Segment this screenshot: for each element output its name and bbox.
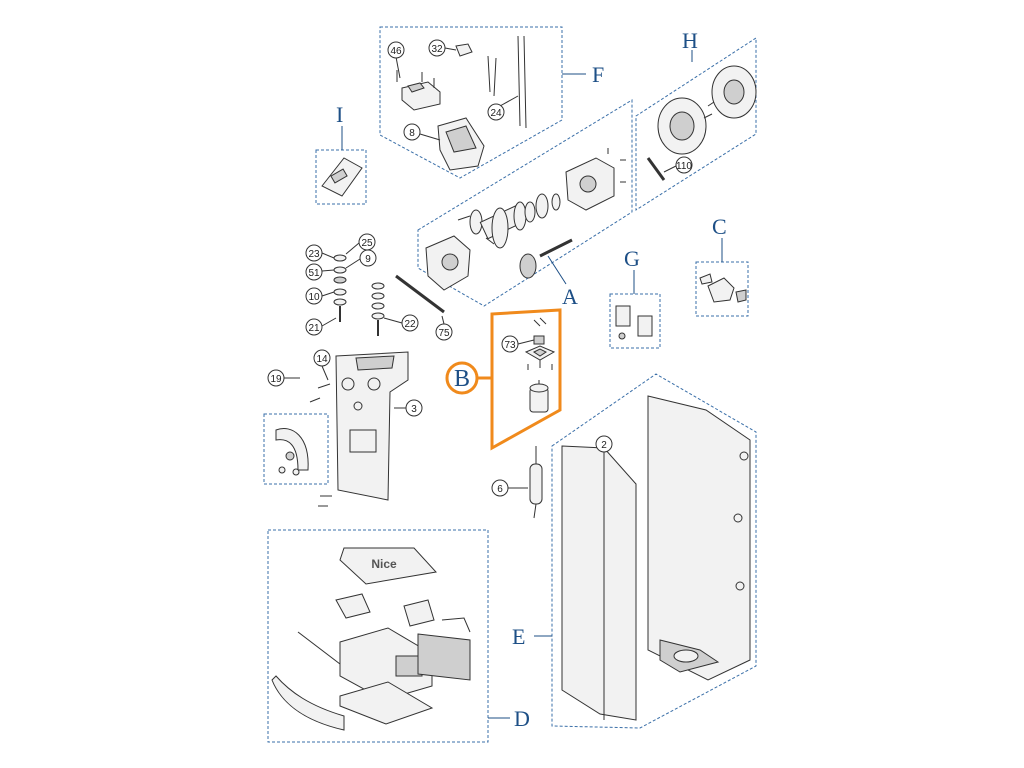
callout-14: 14 <box>316 354 328 365</box>
spring-part[interactable] <box>529 446 543 519</box>
top-cover-part[interactable]: Nice <box>339 547 437 585</box>
group-label-a: A <box>562 284 578 309</box>
callout-32: 32 <box>431 44 443 55</box>
group-f-box <box>379 26 563 179</box>
group-d[interactable]: Nice D <box>267 529 530 743</box>
release-lever-part[interactable] <box>275 428 309 471</box>
motor-shaft[interactable] <box>469 201 527 249</box>
bolt-stack[interactable] <box>333 254 385 336</box>
callout-75: 75 <box>438 328 450 339</box>
callout-10: 10 <box>308 292 320 303</box>
callout-22: 22 <box>404 319 416 330</box>
bracket-left-part[interactable] <box>335 593 371 619</box>
group-a[interactable]: A <box>417 99 633 309</box>
gearbox-half-left[interactable] <box>425 235 471 291</box>
group-i-box <box>315 149 367 205</box>
housing-part[interactable] <box>339 627 433 701</box>
cabinet-frame-part[interactable] <box>647 395 751 681</box>
group-f[interactable]: 46 32 24 8 F <box>379 26 604 179</box>
long-rod-part[interactable] <box>395 274 445 314</box>
group-e-box <box>551 373 757 729</box>
group-label-h: H <box>682 28 698 53</box>
callout-25: 25 <box>361 238 373 249</box>
release-lever-box <box>263 413 329 485</box>
small-knob-part[interactable] <box>455 43 473 57</box>
bracket-part[interactable] <box>437 117 485 171</box>
key-lock-part[interactable] <box>615 305 631 327</box>
group-c[interactable]: C <box>695 214 749 317</box>
transformer-part[interactable] <box>401 81 441 111</box>
cabinet-cover-part[interactable] <box>561 445 637 721</box>
callout-19: 19 <box>270 374 282 385</box>
gasket-part[interactable] <box>339 681 434 725</box>
pinion-gear[interactable] <box>519 253 537 279</box>
group-e[interactable]: 2 E <box>512 373 757 729</box>
group-b[interactable]: 73 B <box>445 308 562 451</box>
callout-24: 24 <box>490 108 502 119</box>
group-a-box <box>417 99 633 307</box>
group-label-b: B <box>454 366 470 392</box>
group-g-box <box>609 293 661 349</box>
group-d-box <box>267 529 489 743</box>
callout-21: 21 <box>308 323 320 334</box>
group-label-c: C <box>712 214 727 239</box>
group-g[interactable]: G <box>609 246 661 349</box>
motor-plate-part[interactable] <box>524 345 556 368</box>
gear-housing-left[interactable] <box>657 97 707 155</box>
base-frame-plate[interactable] <box>335 351 409 501</box>
callout-8: 8 <box>409 128 415 139</box>
callout-2: 2 <box>601 440 607 451</box>
flashing-light-part[interactable] <box>707 277 735 303</box>
pin-part[interactable] <box>646 157 666 181</box>
group-i[interactable]: I <box>315 102 367 205</box>
group-label-e: E <box>512 624 525 649</box>
motor-part[interactable] <box>529 380 549 413</box>
gear-housing-right[interactable] <box>711 65 757 119</box>
group-label-d: D <box>514 706 530 731</box>
bracket-right-part[interactable] <box>403 599 435 627</box>
group-b-highlight-box <box>490 308 562 451</box>
callout-110: 110 <box>676 161 692 172</box>
callout-73: 73 <box>504 340 516 351</box>
group-h-box <box>635 37 757 211</box>
callout-23: 23 <box>308 249 320 260</box>
callout-46: 46 <box>390 46 402 57</box>
group-label-g: G <box>624 246 640 271</box>
vent-slats-part[interactable] <box>417 633 471 681</box>
callout-6: 6 <box>497 484 503 495</box>
callout-3: 3 <box>411 404 417 415</box>
logo-text: Nice <box>371 557 397 571</box>
group-label-i: I <box>336 102 343 127</box>
callout-51: 51 <box>308 268 320 279</box>
group-label-f: F <box>592 62 604 87</box>
group-h[interactable]: 110 H <box>635 28 757 211</box>
release-lever-group[interactable] <box>263 413 329 485</box>
cable-part[interactable] <box>487 35 527 129</box>
gearbox-half-right[interactable] <box>565 157 615 211</box>
side-panel-part[interactable] <box>271 675 345 731</box>
callout-9: 9 <box>365 254 371 265</box>
